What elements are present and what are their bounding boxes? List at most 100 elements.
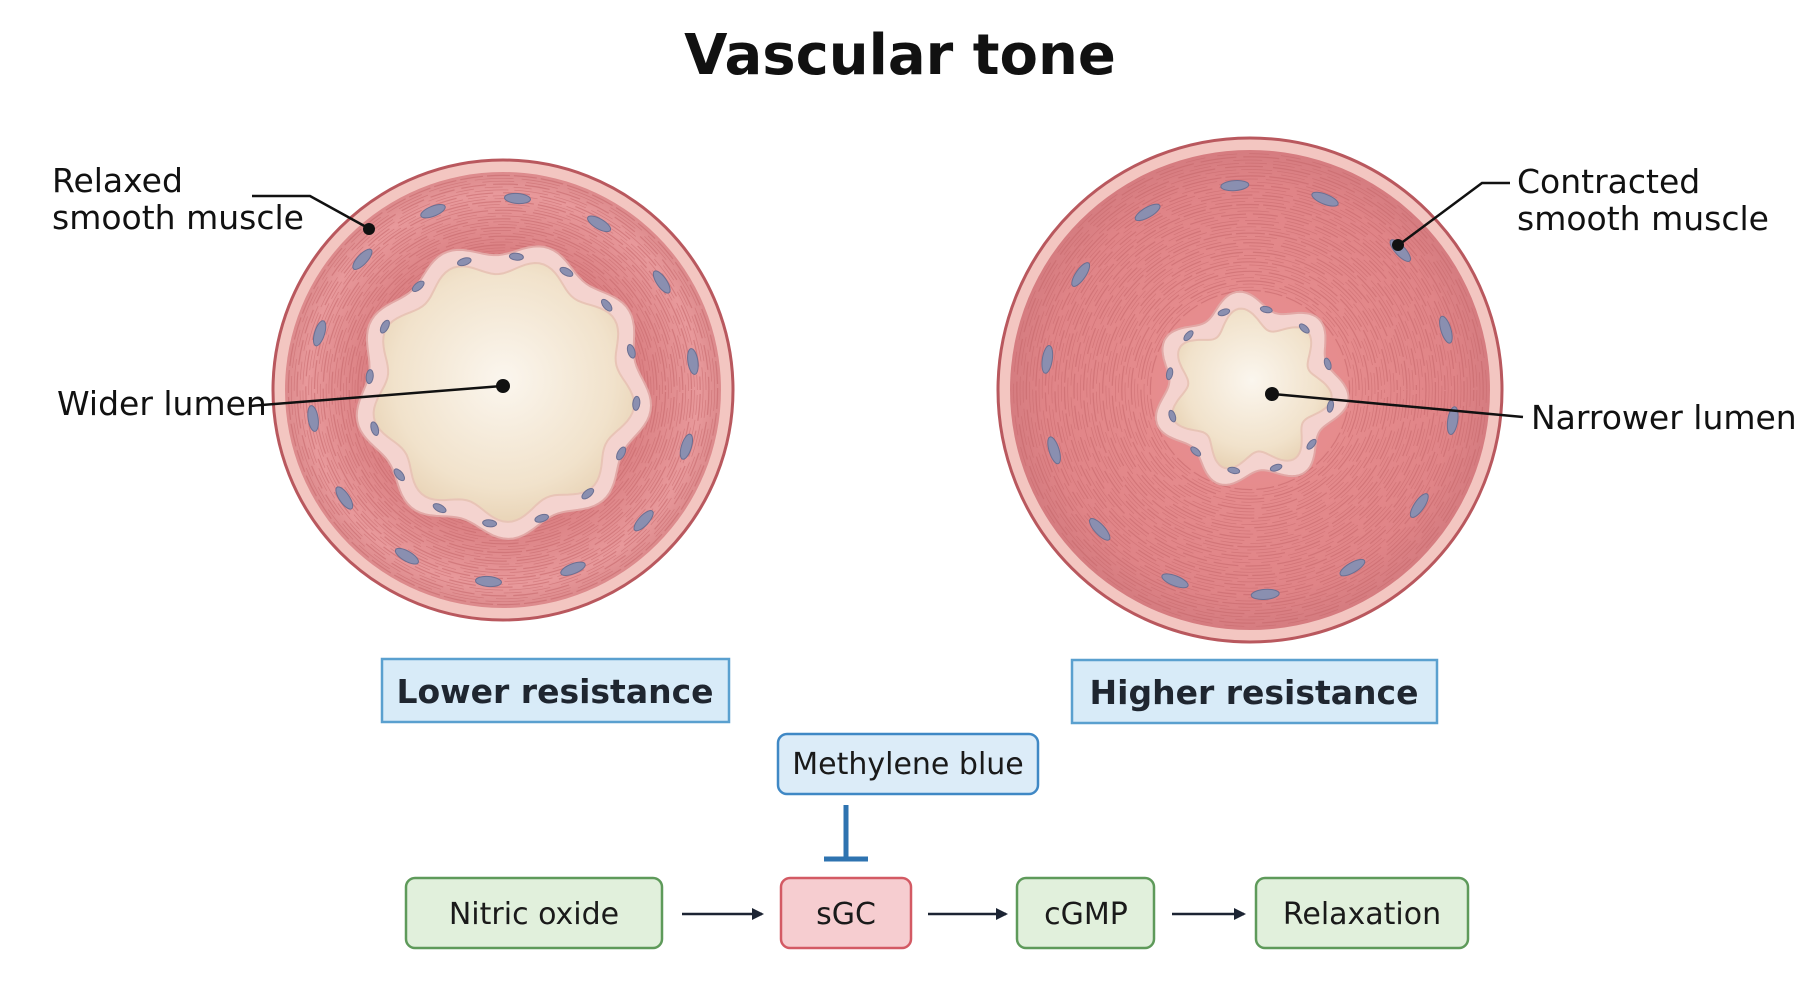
cell-nucleus [559, 266, 574, 277]
cell-nucleus [1227, 466, 1241, 475]
cell-nucleus [587, 215, 612, 233]
muscle-fiber-line [331, 218, 675, 562]
cell-nucleus [1259, 305, 1273, 314]
cell-nucleus [1250, 588, 1280, 600]
muscle-fiber-line [1067, 207, 1433, 573]
muscle-fiber-line [1102, 242, 1398, 538]
cell-nucleus [365, 369, 374, 385]
muscle-fiber-line [351, 238, 655, 542]
muscle-fiber-line [1022, 162, 1478, 618]
relaxed-muscle-label-line2: smooth muscle [52, 198, 304, 237]
sgc-box: sGC [779, 876, 913, 950]
cell-nucleus [1298, 323, 1310, 334]
contracted-muscle-callout: Contracted smooth muscle [1392, 162, 1769, 251]
muscle-fiber-line [1054, 194, 1446, 586]
relaxation-label: Relaxation [1283, 897, 1441, 932]
muscle-fiber-line [1013, 153, 1487, 627]
muscle-fiber-line [325, 212, 681, 568]
muscle-fiber-line [1063, 203, 1437, 577]
cell-nucleus [652, 270, 671, 294]
muscle-fiber-line [1038, 178, 1462, 602]
muscle-fiber-line [1134, 274, 1366, 506]
wider-lumen-leader-line [249, 384, 503, 408]
relaxed-muscle-pointer-dot [363, 223, 375, 235]
cell-nucleus [411, 280, 425, 292]
cell-nucleus [1323, 357, 1332, 371]
cell-nucleus [1339, 558, 1366, 577]
cell-nucleus [1311, 191, 1339, 207]
relaxed-muscle-callout: Relaxed smooth muscle [52, 161, 375, 237]
nitric-oxide-label: Nitric oxide [449, 897, 619, 932]
inhibition-marker [824, 805, 868, 862]
muscle-fiber-line [1115, 255, 1385, 525]
muscle-fiber-line [313, 200, 693, 580]
muscle-fiber-line [1035, 175, 1465, 605]
muscle-fiber-line [1025, 165, 1475, 615]
muscle-fiber-line [1099, 239, 1401, 541]
cell-nucleus [632, 395, 641, 411]
cell-nucleus [1161, 573, 1189, 589]
cell-nucleus [616, 446, 627, 461]
relaxed-muscle-nuclei [307, 192, 699, 588]
narrower-lumen-pointer-dot [1265, 387, 1279, 401]
sgc-label: sGC [816, 897, 876, 932]
muscle-fiber-line [287, 174, 719, 606]
cell-nucleus [1409, 493, 1429, 518]
cell-nucleus [508, 252, 524, 261]
muscle-fiber-line [1080, 220, 1420, 560]
muscle-fiber-line [1092, 232, 1408, 548]
contracted-muscle-nuclei [1041, 180, 1459, 600]
cell-nucleus [1165, 367, 1174, 381]
relaxed-muscle-label-line1: Relaxed [52, 161, 183, 200]
muscle-fiber-line [1146, 286, 1354, 494]
cell-nucleus [626, 344, 636, 359]
cell-nucleus [1217, 308, 1231, 317]
cell-nucleus [581, 488, 595, 500]
muscle-fiber-line [308, 195, 698, 585]
cell-nucleus [534, 513, 549, 523]
cell-nucleus [1183, 330, 1194, 342]
muscle-fiber-line [1048, 188, 1452, 592]
lower-resistance-box: Lower resistance [380, 657, 731, 724]
cell-nucleus [687, 348, 699, 375]
contracted-muscle-label-line1: Contracted [1517, 162, 1700, 201]
cell-nucleus [482, 519, 498, 528]
cell-nucleus [475, 575, 502, 588]
muscle-fiber-line [1082, 223, 1417, 557]
muscle-fiber-line [1143, 283, 1357, 497]
cell-nucleus [1439, 315, 1453, 344]
muscle-fiber-line [1089, 229, 1411, 551]
muscle-fiber-line [337, 224, 669, 556]
muscle-fiber-line [328, 215, 678, 565]
muscle-fiber-line [1016, 156, 1484, 624]
contracted-vessel [996, 136, 1504, 644]
cell-nucleus [457, 257, 472, 267]
muscle-fiber-line [311, 198, 695, 582]
wider-lumen-label: Wider lumen [57, 384, 267, 423]
muscle-fiber-line [1070, 210, 1430, 570]
cell-nucleus [1071, 262, 1091, 287]
methylene-blue-label: Methylene blue [792, 747, 1024, 782]
narrower-lumen-leader-line [1272, 392, 1524, 419]
muscle-fiber-line [1057, 197, 1443, 583]
muscle-fiber-line [1051, 191, 1449, 589]
muscle-fiber-line [1105, 245, 1395, 535]
muscle-fiber-line [293, 180, 713, 600]
lower-resistance-label: Lower resistance [396, 672, 713, 711]
cell-nucleus [370, 421, 380, 436]
cell-nucleus [560, 561, 586, 576]
contracted-muscle-fibers [1013, 153, 1487, 627]
narrower-lumen-label: Narrower lumen [1531, 398, 1797, 437]
relaxation-box: Relaxation [1254, 876, 1470, 950]
muscle-fiber-line [1086, 226, 1414, 554]
cell-nucleus [1041, 345, 1054, 374]
muscle-fiber-line [1073, 213, 1427, 567]
muscle-fiber-line [322, 209, 684, 571]
muscle-fiber-line [1121, 261, 1379, 519]
muscle-fiber-line [1060, 200, 1440, 580]
cell-nucleus [1168, 409, 1177, 423]
methylene-blue-box: Methylene blue [776, 732, 1040, 796]
muscle-fiber-line [1032, 172, 1468, 608]
cell-nucleus [679, 433, 694, 460]
